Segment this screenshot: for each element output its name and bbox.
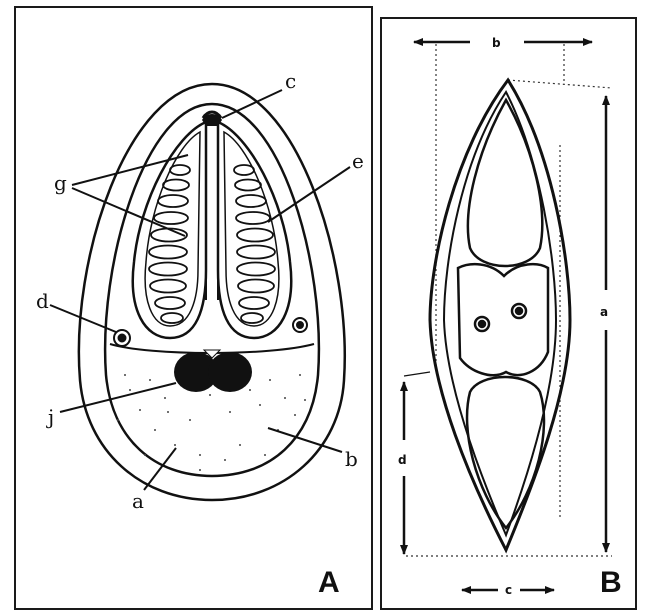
panel-letter-b: B bbox=[600, 566, 622, 600]
label-a-c: c bbox=[285, 69, 296, 93]
right-lobe bbox=[218, 122, 291, 338]
outer-shell bbox=[79, 84, 345, 500]
guide-lines-b bbox=[406, 44, 612, 556]
inner-shell bbox=[105, 104, 319, 476]
apical-column bbox=[203, 112, 221, 300]
left-segments bbox=[149, 165, 190, 323]
label-b-d: d bbox=[398, 453, 407, 467]
dimension-d bbox=[404, 372, 430, 554]
label-a-g: g bbox=[54, 171, 67, 195]
label-a-b: b bbox=[345, 447, 358, 471]
right-segments bbox=[234, 165, 275, 323]
central-chamber bbox=[458, 264, 548, 375]
panel-letter-a: A bbox=[318, 566, 340, 600]
label-b-b: b bbox=[492, 36, 501, 50]
egg-diagram bbox=[79, 84, 345, 500]
label-a-d: d bbox=[36, 289, 49, 313]
label-a-a: a bbox=[132, 489, 144, 513]
nuclei bbox=[475, 304, 526, 331]
dark-mass bbox=[174, 350, 252, 392]
label-b-c: c bbox=[505, 583, 512, 597]
label-a-e: e bbox=[352, 149, 364, 173]
label-a-j: j bbox=[46, 405, 54, 429]
label-b-a: a bbox=[600, 305, 608, 319]
